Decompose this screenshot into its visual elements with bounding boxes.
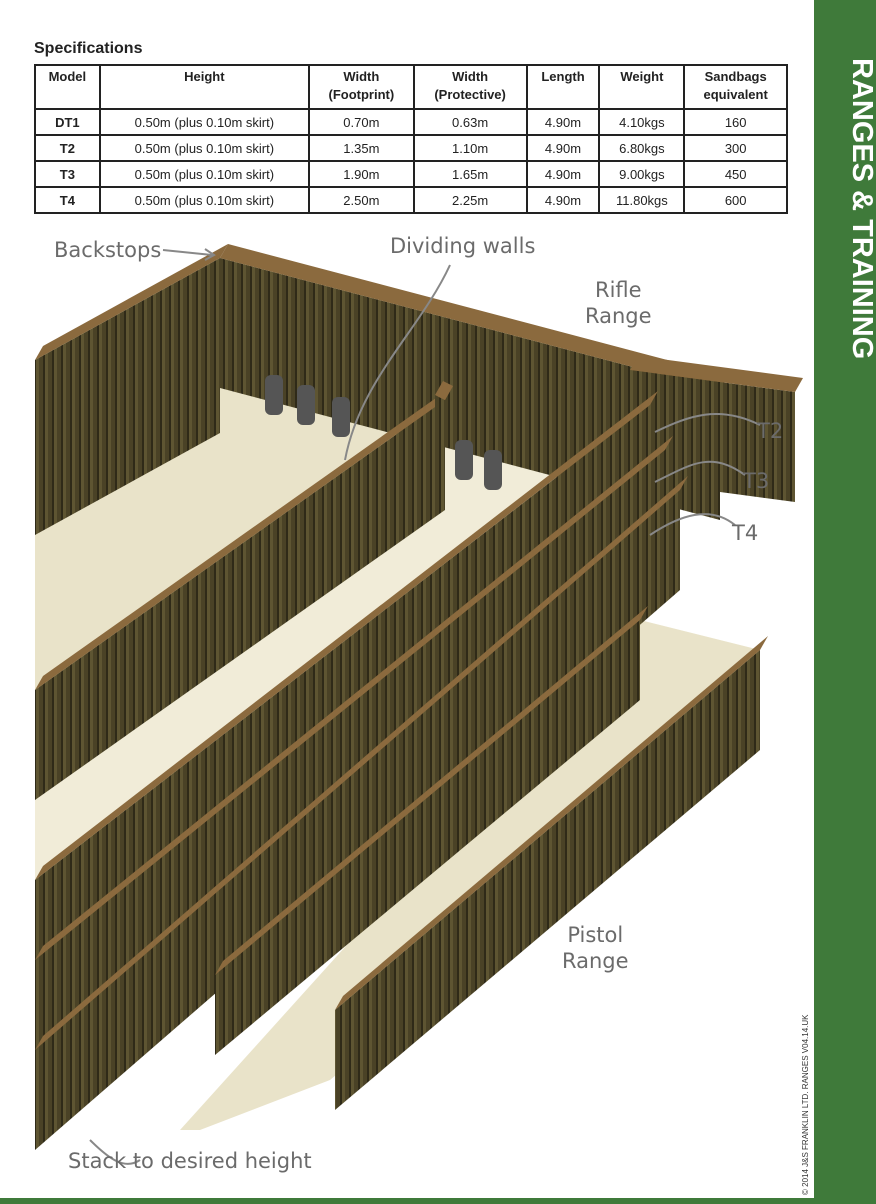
annotation-arrows — [89, 248, 761, 1165]
table-cell: 450 — [683, 160, 788, 188]
column-header-text: Height — [184, 69, 225, 84]
table-cell: 9.00kgs — [598, 160, 686, 188]
bottom-bar — [0, 1198, 876, 1204]
table-cell: 0.50m (plus 0.10m skirt) — [98, 134, 311, 162]
column-header-text: (Protective) — [434, 87, 506, 102]
column-header-text: equivalent — [703, 87, 768, 102]
barrier-wall-face — [35, 490, 680, 1150]
table-cell: DT1 — [34, 108, 101, 136]
label-stack-height: Stack to desired height — [68, 1149, 312, 1173]
column-header-text: Model — [48, 69, 87, 84]
column-header-text: Weight — [620, 69, 664, 84]
barrier-walls — [35, 244, 803, 1150]
table-cell: T2 — [34, 134, 101, 162]
table-cell: T3 — [34, 160, 101, 188]
barrier-wall-top — [335, 636, 768, 1010]
sidebar-band — [814, 0, 876, 1204]
barrier-wall-top — [220, 244, 728, 390]
table-cell: 0.50m (plus 0.10m skirt) — [98, 108, 311, 136]
table-cell: 0.63m — [412, 108, 528, 136]
table-cell: 4.90m — [525, 160, 601, 188]
barrier-wall-top — [35, 386, 453, 690]
table-cell: 300 — [683, 134, 788, 162]
table-cell: 0.50m (plus 0.10m skirt) — [98, 160, 311, 188]
label-rifle: Rifle — [594, 278, 642, 302]
table-cell: 4.10kgs — [598, 108, 686, 136]
label-range: Range — [585, 304, 652, 328]
specifications-table: Model Height Width (Footprint) Width (Protect… — [34, 64, 788, 214]
table-cell: 11.80kgs — [598, 186, 686, 214]
column-header: Sandbags equivalent — [683, 64, 788, 110]
label-dividing-walls: Dividing walls — [390, 234, 536, 258]
barrier-wall-top — [435, 381, 453, 400]
barrier-wall-top — [35, 476, 688, 1050]
column-header-text: Width — [343, 69, 380, 84]
section-title: RANGES & TRAINING — [846, 58, 876, 360]
barrier-wall-top — [35, 436, 673, 960]
column-header-text: (Footprint) — [328, 87, 395, 102]
table-cell: 2.50m — [308, 186, 415, 214]
column-header: Weight — [598, 64, 686, 110]
range-illustration — [35, 244, 803, 1165]
table-cell: 4.90m — [525, 108, 601, 136]
column-header: Length — [525, 64, 601, 110]
table-cell: 1.10m — [412, 134, 528, 162]
table-cell: 0.50m (plus 0.10m skirt) — [98, 186, 311, 214]
table-cell: 4.90m — [525, 134, 601, 162]
table-cell: 600 — [683, 186, 788, 214]
label-pistol: Pistol — [567, 923, 624, 947]
column-header-text: Sandbags — [704, 69, 767, 84]
column-header: Width (Footprint) — [308, 64, 415, 110]
table-cell: 6.80kgs — [598, 134, 686, 162]
copyright: © 2014 J&S FRANKLIN LTD. RANGES V04.14.U… — [801, 1014, 810, 1195]
barrier-wall-face — [35, 400, 445, 800]
table-cell: 2.25m — [412, 186, 528, 214]
specifications-title: Specifications — [34, 40, 143, 57]
table-cell: 1.90m — [308, 160, 415, 188]
table-header-row: Model Height Width (Footprint) Width (Protect… — [34, 64, 788, 110]
label-t2: T2 — [757, 419, 784, 443]
table-cell: 0.70m — [308, 108, 415, 136]
targets — [265, 375, 502, 490]
barrier-wall-face — [215, 620, 640, 1055]
barrier-wall-face — [335, 650, 760, 1110]
barrier-wall-face — [435, 395, 445, 510]
column-header-text: Length — [541, 69, 585, 84]
column-header: Width (Protective) — [412, 64, 528, 110]
column-header: Height — [98, 64, 311, 110]
table-cell: 4.90m — [525, 186, 601, 214]
label-t3: T3 — [743, 469, 770, 493]
barrier-wall-top — [215, 606, 648, 975]
table-cell: 1.65m — [412, 160, 528, 188]
barrier-wall-top — [630, 356, 803, 392]
label-t4: T4 — [732, 521, 759, 545]
table-cell: 1.35m — [308, 134, 415, 162]
column-header: Model — [34, 64, 101, 110]
barrier-wall-top — [35, 244, 228, 360]
table-cell: T4 — [34, 186, 101, 214]
barrier-wall-top — [35, 391, 658, 880]
label-backstops: Backstops — [54, 238, 162, 262]
barrier-wall-face — [35, 258, 220, 535]
column-header-text: Width — [452, 69, 489, 84]
table-cell: 160 — [683, 108, 788, 136]
barrier-wall-face — [630, 370, 795, 502]
label-range: Range — [562, 949, 629, 973]
